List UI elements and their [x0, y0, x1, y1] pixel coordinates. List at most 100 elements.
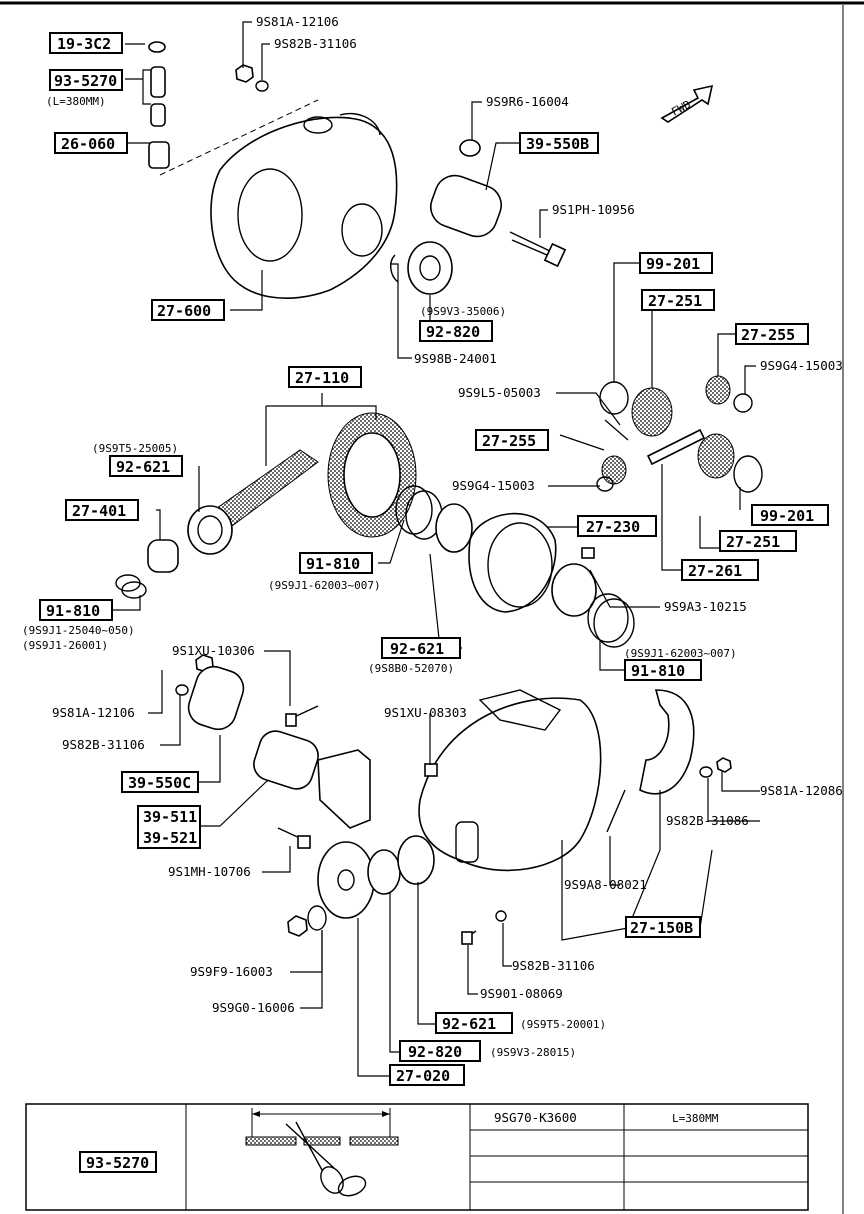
- callout-39-511: 39-511: [143, 808, 197, 826]
- pin-cap: [148, 41, 166, 53]
- part-labels: 9S81A-12106 9S82B-31106 9S9R6-16004 9S1P…: [22, 14, 843, 1059]
- ring-gear-center: [343, 432, 401, 518]
- table-part-number: 93-5270: [86, 1154, 149, 1172]
- nut-right: [716, 757, 732, 773]
- callout-27-020: 27-020: [396, 1067, 450, 1085]
- bolt-9s9a3: [581, 547, 595, 559]
- washer-right: [699, 766, 713, 778]
- callout-27-600: 27-600: [157, 302, 211, 320]
- part-label: 9S9G0-16006: [212, 1000, 295, 1015]
- shim-right-b: [593, 598, 635, 648]
- washer-9s9g0: [307, 905, 327, 931]
- part-label: (9S9J1-62003~007): [624, 647, 737, 660]
- cover-top: [478, 689, 562, 731]
- part-label: (9S8B0-52070): [368, 662, 454, 675]
- thrust-washer-99-201-b: [733, 455, 763, 493]
- pinion-gear-27-255-b: [601, 455, 627, 485]
- fwd-arrow: FWD: [660, 84, 714, 123]
- callout-92-621-a: 92-621: [116, 458, 170, 476]
- thrust-washer-99-201: [599, 381, 629, 415]
- table-length: L=380MM: [672, 1112, 719, 1125]
- bolt-head-9s1ph: [543, 242, 567, 268]
- part-label: 9S9R6-16004: [486, 94, 569, 109]
- housing-top-hole: [303, 116, 333, 134]
- oil-seal-inner: [419, 255, 441, 281]
- callout-93-5270: 93-5270: [54, 72, 117, 90]
- shim-91-810: [395, 485, 433, 535]
- leader-27-255b: [559, 434, 605, 451]
- callout-27-110: 27-110: [295, 369, 349, 387]
- part-label: (9S9J1-62003~007): [268, 579, 381, 592]
- part-label: 9S81A-12086: [760, 783, 843, 798]
- callout-27-251-b: 27-251: [726, 533, 780, 551]
- washer-left: [175, 684, 189, 696]
- side-bearing-left: [435, 503, 473, 553]
- sleeve-lower: [150, 103, 166, 127]
- washer-top: [255, 80, 269, 92]
- length-note: (L=380MM): [46, 95, 106, 108]
- callout-99-201-a: 99-201: [646, 255, 700, 273]
- housing-bore: [237, 168, 303, 262]
- shim-right-a: [587, 593, 629, 643]
- bolt-head-9s1mh: [297, 835, 311, 849]
- nut-9s9f9: [287, 915, 308, 937]
- bearing-inner: [197, 515, 223, 545]
- housing-side-bore: [341, 203, 383, 257]
- part-label: (9S9V3-28015): [490, 1046, 576, 1059]
- pin-9s9l5: [604, 419, 629, 441]
- part-label: 9S9G4-15003: [452, 478, 535, 493]
- part-label: (9S9J1-25040~050): [22, 624, 135, 637]
- companion-flange-27-020: [317, 841, 375, 919]
- callout-92-820-b: 92-820: [408, 1043, 462, 1061]
- cover-group: [175, 654, 732, 945]
- part-label: 9S82B-31086: [666, 813, 749, 828]
- part-label: 9S98B-24001: [414, 351, 497, 366]
- bolt-26-060: [148, 141, 170, 169]
- washer-9s82b: [495, 910, 507, 922]
- part-label: 9S1PH-10956: [552, 202, 635, 217]
- spacer-27-401: [147, 539, 179, 573]
- fwd-label: FWD: [669, 98, 693, 119]
- part-label: (9S9T5-20001): [520, 1018, 606, 1031]
- rear-cover-27-150b: [418, 697, 602, 872]
- bolt-head-9s901: [461, 931, 473, 945]
- sleeve-upper: [150, 66, 166, 98]
- part-label: (9S9J1-26001): [22, 639, 108, 652]
- bushing-39-550b: [429, 174, 503, 238]
- callout-19-3c2: 19-3C2: [57, 35, 111, 53]
- shaft-27-261: [646, 428, 706, 466]
- callout-27-255-a: 27-255: [741, 326, 795, 344]
- part-label: 9S82B-31106: [512, 958, 595, 973]
- mount-39-511: [253, 730, 319, 790]
- shim-b: [121, 581, 147, 599]
- part-label: 9S1XU-08303: [384, 705, 467, 720]
- callout-39-550c: 39-550C: [128, 774, 191, 792]
- bearing-92-621-c: [397, 835, 435, 885]
- part-label: 9S9G4-15003: [760, 358, 843, 373]
- mount-bracket: [317, 749, 371, 829]
- callout-26-060: 26-060: [61, 135, 115, 153]
- boxed-callouts: 19-3C2 93-5270 (L=380MM) 26-060 27-600 3…: [39, 32, 829, 1086]
- part-label: 9S9F9-16003: [190, 964, 273, 979]
- callout-27-230: 27-230: [586, 518, 640, 536]
- leaders: [110, 21, 760, 1077]
- seal-92-820-b: [367, 849, 401, 895]
- stud-9s9a8: [606, 789, 626, 833]
- part-label: 9S901-08069: [480, 986, 563, 1001]
- table-code: 9SG70-K3600: [494, 1110, 577, 1125]
- cap-9s9r6: [459, 139, 481, 157]
- callout-91-810-b: 91-810: [46, 602, 100, 620]
- callout-92-621-b: 92-621: [390, 640, 444, 658]
- diff-case-27-230: [468, 512, 557, 613]
- part-label: 9S81A-12106: [52, 705, 135, 720]
- guide-line: [159, 99, 319, 176]
- callout-91-810-c: 91-810: [631, 662, 685, 680]
- nut-top: [235, 64, 254, 83]
- differential-group: [115, 375, 763, 648]
- pinion-gear-27-255: [705, 375, 731, 405]
- callout-92-621-c: 92-621: [442, 1015, 496, 1033]
- callout-92-820-a: 92-820: [426, 323, 480, 341]
- side-bearing-right: [551, 563, 597, 617]
- callout-99-201-b: 99-201: [760, 507, 814, 525]
- callout-27-251-a: 27-251: [648, 292, 702, 310]
